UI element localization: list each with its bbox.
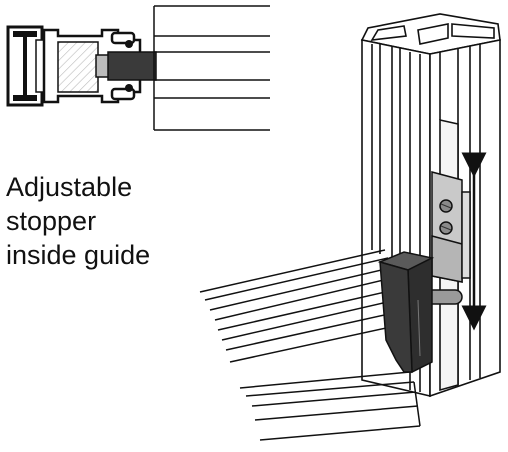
sash-profile-section bbox=[42, 28, 142, 104]
stopper-block-section bbox=[107, 51, 157, 81]
frame-profile-section bbox=[6, 25, 45, 107]
caption-line-3: inside guide bbox=[6, 240, 151, 270]
sash-rail bbox=[199, 249, 421, 441]
caption-line-2: stopper bbox=[6, 206, 97, 236]
cross-section-detail bbox=[6, 5, 270, 131]
caption: Adjustable stopper inside guide bbox=[6, 170, 150, 272]
guide-track-section bbox=[153, 5, 270, 131]
perspective-view bbox=[199, 13, 501, 441]
stopper-block bbox=[377, 251, 435, 374]
caption-line-1: Adjustable bbox=[6, 172, 133, 202]
